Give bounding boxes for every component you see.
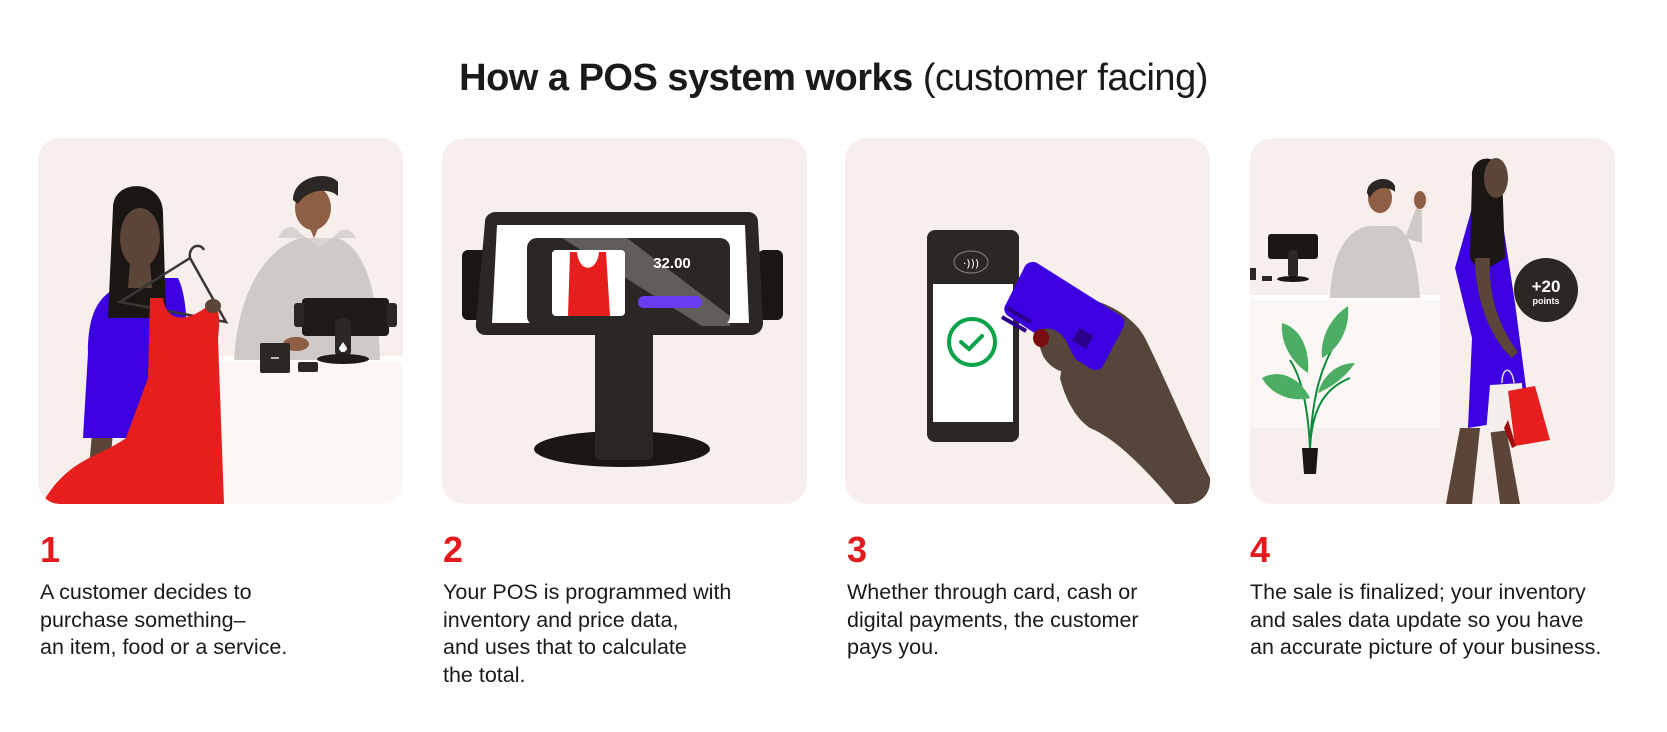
customer-at-counter-icon — [42, 176, 403, 504]
points-badge-label: points — [1533, 296, 1560, 306]
step-4-illustration: +20 points — [1250, 138, 1615, 504]
step-3-illustration: ·))) — [845, 138, 1210, 504]
title-subtitle: (customer facing) — [912, 57, 1209, 99]
title-bold: How a POS system works — [459, 57, 913, 99]
step-3-number: 3 — [847, 529, 868, 570]
step-1-illustration — [38, 138, 403, 504]
step-2-number: 2 — [443, 529, 464, 570]
pos-terminal-icon: 32.00 — [462, 212, 783, 467]
step-4-text: The sale is finalized; your inventory an… — [1250, 580, 1602, 659]
step-2-text: Your POS is programmed with inventory an… — [443, 580, 732, 687]
customer-leaving-icon: +20 points — [1250, 158, 1578, 504]
step-2-illustration: 32.00 — [442, 138, 807, 504]
step-3-text: Whether through card, cash or digital pa… — [847, 580, 1139, 659]
step-1-number: 1 — [40, 529, 61, 570]
points-badge-value: +20 — [1532, 277, 1561, 296]
screen-price: 32.00 — [653, 255, 691, 272]
step-4-number: 4 — [1250, 529, 1271, 570]
step-1-text: A customer decides to purchase something… — [40, 580, 288, 659]
page-title: How a POS system works (customer facing) — [0, 52, 1667, 104]
card-tap-payment-icon: ·))) — [927, 230, 1210, 504]
svg-text:·))): ·))) — [963, 257, 979, 270]
